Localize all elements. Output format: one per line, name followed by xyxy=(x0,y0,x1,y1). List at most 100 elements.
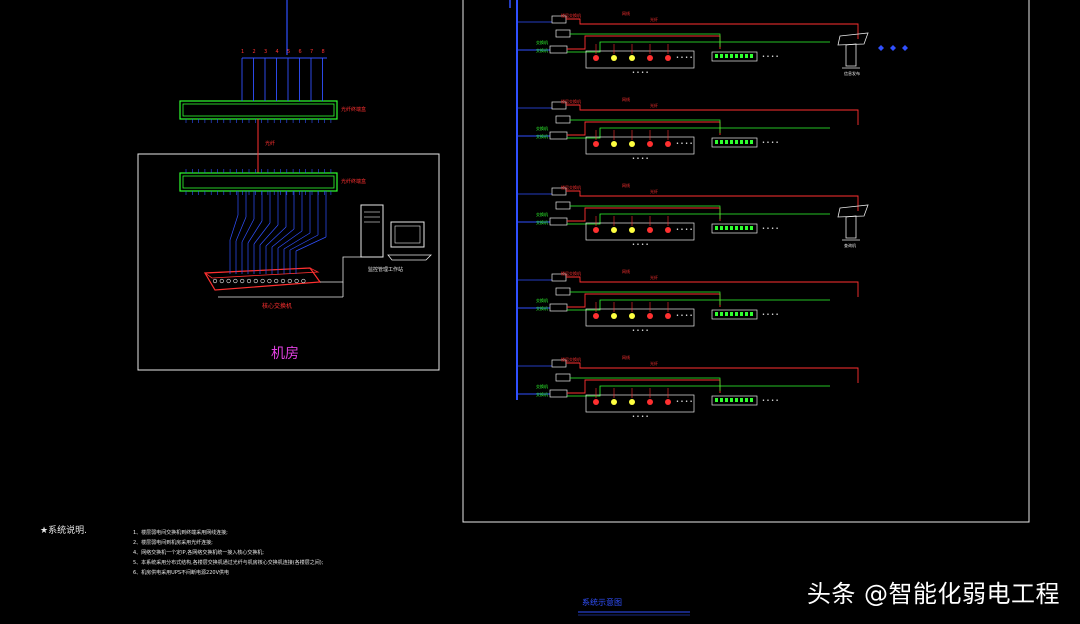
terminal-device xyxy=(593,227,599,233)
switch-port xyxy=(730,140,733,144)
floor-switch-mid xyxy=(555,115,571,124)
switch-port xyxy=(715,312,718,316)
switch-port xyxy=(720,140,723,144)
floor-text: 楼层交换机 xyxy=(561,99,581,104)
terminal-device xyxy=(611,141,617,147)
access-switch xyxy=(711,51,758,62)
floor-text: 楼层交换机 xyxy=(561,271,581,276)
static-layer xyxy=(137,0,1030,616)
floor-text: 楼层交换机 xyxy=(561,357,581,362)
terminal-device xyxy=(629,141,635,147)
switch-port xyxy=(750,226,753,230)
notes-heading: ★系统说明. xyxy=(40,526,87,536)
red-line xyxy=(567,293,721,308)
kiosk-screen xyxy=(837,32,869,46)
terminal-device xyxy=(593,141,599,147)
floor-text: 光纤 xyxy=(650,17,658,22)
patch-cord xyxy=(277,230,303,249)
floor-text: 网线 xyxy=(622,97,630,102)
patch-cord xyxy=(229,214,239,241)
switch-port xyxy=(735,140,738,144)
terminal-device xyxy=(647,399,653,405)
patch-cord xyxy=(265,226,287,247)
terminal-device xyxy=(665,227,671,233)
note-item: 5、本系统采用分布式结构,各楼层交换机通过光纤与机房核心交换机连接(各楼层之间)… xyxy=(133,560,324,566)
switch-workstation-link xyxy=(320,256,361,283)
terminal-device xyxy=(665,55,671,61)
switch-port xyxy=(260,278,265,284)
floor-text: 网线 xyxy=(622,269,630,274)
terminal-device xyxy=(611,227,617,233)
terminal-device xyxy=(593,313,599,319)
terminal-device xyxy=(629,399,635,405)
switch-port xyxy=(750,54,753,58)
device-panel xyxy=(585,222,695,241)
switch-port xyxy=(735,226,738,230)
notes-list: 1、楼层弱电间交换机到终端采用网线连接;2、楼层弱电间到机房采用光纤连接;4、网… xyxy=(133,528,323,578)
switch-port xyxy=(720,398,723,402)
odf-bottom-inner xyxy=(182,175,335,189)
floor-switch-top xyxy=(551,187,567,196)
device-panel xyxy=(585,394,695,413)
patch-cord xyxy=(253,222,271,245)
switch-port xyxy=(730,226,733,230)
switch-port xyxy=(745,226,748,230)
floor-text: 光纤 xyxy=(650,103,658,108)
floor-switch xyxy=(549,131,568,140)
floor-text: • • • • xyxy=(676,227,693,233)
terminal-device xyxy=(665,141,671,147)
floor-text: • • • • xyxy=(632,328,649,334)
floor-text: 网线 xyxy=(622,183,630,188)
green-line xyxy=(567,213,830,225)
floor-switch-top xyxy=(551,15,567,24)
kiosk-screen xyxy=(837,204,869,218)
note-item: 6、机房供电采用UPS不间断电源220V供电 xyxy=(133,570,229,576)
floor-text: 交换机 xyxy=(536,40,548,45)
red-line xyxy=(567,379,721,394)
floor-text: 光纤 xyxy=(650,361,658,366)
red-line xyxy=(567,121,721,136)
patch-cord xyxy=(235,216,247,242)
terminal-device xyxy=(611,399,617,405)
floor-text: • • • • xyxy=(632,70,649,76)
switch-port xyxy=(294,278,299,284)
terminal-device xyxy=(647,141,653,147)
floor-text: 交换机 xyxy=(536,306,548,311)
green-line xyxy=(567,41,830,53)
note-item: 4、网络交换机一个定IP,各网络交换机统一接入核心交换机; xyxy=(133,550,264,556)
patch-cord xyxy=(283,232,311,250)
floor-text: 交换机 xyxy=(536,134,548,139)
port-number: 1 xyxy=(241,49,245,55)
switch-port xyxy=(745,140,748,144)
system-frame xyxy=(462,0,1030,523)
access-switch xyxy=(711,137,758,148)
access-switch xyxy=(711,223,758,234)
floor-text: 交换机 xyxy=(536,126,548,131)
fiber-label: 光纤 xyxy=(265,141,276,147)
red-line xyxy=(566,362,859,383)
patch-cord xyxy=(247,220,263,244)
port-number: 4 xyxy=(275,49,279,55)
floor-text: • • • • xyxy=(632,156,649,162)
odf-bottom xyxy=(179,172,338,192)
floor-text: • • • • xyxy=(762,226,779,232)
floor-switch xyxy=(549,389,568,398)
floor-text: 查询机 xyxy=(844,243,856,248)
floor-text: • • • • xyxy=(632,414,649,420)
switch-port xyxy=(725,140,728,144)
floor-text: 楼层交换机 xyxy=(561,13,581,18)
switch-port xyxy=(745,398,748,402)
device-panel xyxy=(585,50,695,69)
terminal-device xyxy=(629,313,635,319)
red-line xyxy=(567,207,721,222)
switch-port xyxy=(212,278,218,284)
red-line xyxy=(567,35,721,50)
patch-cord xyxy=(259,224,279,246)
wireless-node xyxy=(902,45,908,51)
switch-port xyxy=(720,226,723,230)
odf-top-inner xyxy=(182,103,335,117)
switch-port xyxy=(715,140,718,144)
switch-port xyxy=(246,278,252,284)
switch-port xyxy=(735,312,738,316)
wireless-node xyxy=(890,45,896,51)
